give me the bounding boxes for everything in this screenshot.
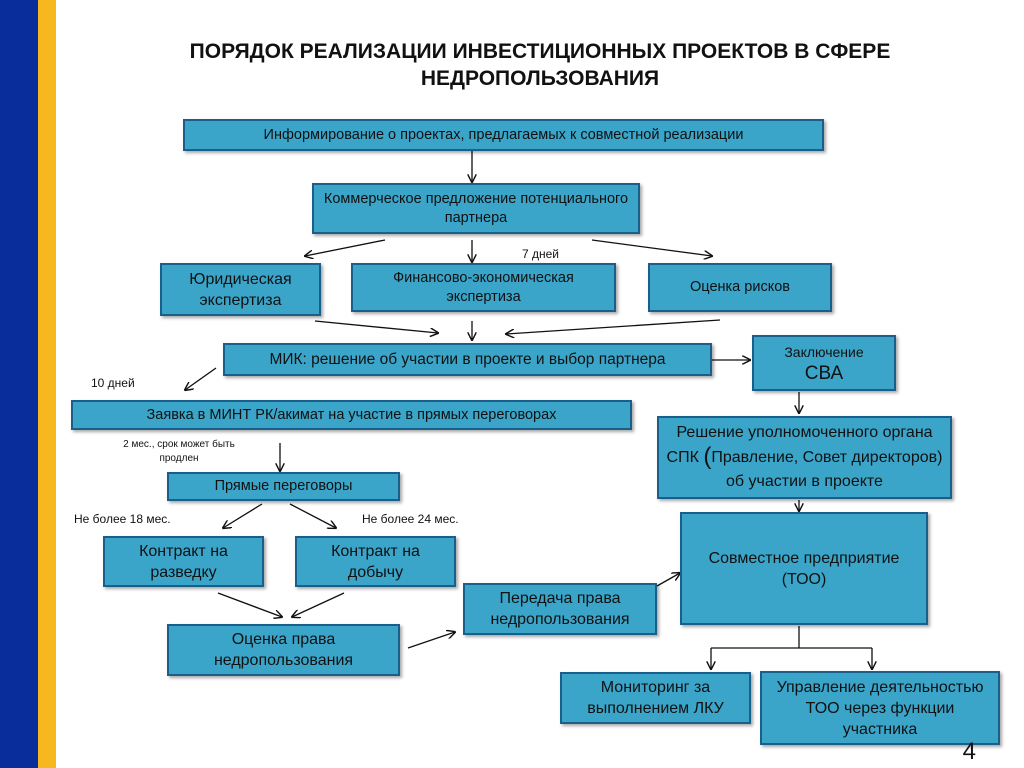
arrow-mik-to-application	[185, 367, 217, 390]
arrow-negotiations-to-production	[289, 503, 336, 528]
financial-expertise-box: Финансово-экономическая экспертиза	[351, 263, 616, 312]
arrow-production-to-assessment	[292, 592, 345, 617]
risk-assessment-box: Оценка рисков	[648, 263, 832, 312]
arrow-assessment-to-transfer	[407, 632, 455, 649]
direct-negotiations-box: Прямые переговоры	[167, 472, 400, 501]
authority-decision-text-2: Правление, Совет директоров) об участии …	[711, 449, 943, 490]
left-gold-stripe	[38, 0, 56, 768]
application-box: Заявка в МИНТ РК/акимат на участие в пря…	[71, 400, 632, 430]
page-number: 4	[962, 738, 976, 765]
rights-transfer-box: Передача права недропользования	[463, 583, 657, 635]
arrow-transfer-to-jv	[656, 573, 680, 587]
left-blue-stripe	[0, 0, 38, 768]
authority-decision-paren: (	[703, 443, 712, 470]
arrow-risk-to-mik	[506, 319, 721, 334]
arrow-offer-to-risk	[591, 239, 712, 256]
authority-decision-text-1: Решение уполномоченного органа СПК	[666, 424, 933, 466]
sva-conclusion-box: Заключение СВА	[752, 335, 896, 391]
max-24-months-note: Не более 24 мес.	[362, 512, 459, 526]
monitoring-box: Мониторинг за выполнением ЛКУ	[560, 672, 751, 724]
commercial-offer-box: Коммерческое предложение потенциального …	[312, 183, 640, 234]
arrow-exploration-to-assessment	[217, 592, 282, 617]
title-line-2: НЕДРОПОЛЬЗОВАНИЯ	[420, 67, 660, 90]
joint-venture-box: Совместное предприятие (ТОО)	[680, 512, 928, 625]
exploration-contract-box: Контракт на разведку	[103, 536, 264, 587]
arrow-negotiations-to-exploration	[223, 503, 263, 528]
rights-assessment-box: Оценка права недропользования	[167, 624, 400, 676]
legal-expertise-box: Юридическая экспертиза	[160, 263, 321, 316]
title-line-1: ПОРЯДОК РЕАЛИЗАЦИИ ИНВЕСТИЦИОННЫХ ПРОЕКТ…	[189, 40, 891, 63]
arrow-legal-to-mik	[314, 320, 438, 333]
mik-decision-box: МИК: решение об участии в проекте и выбо…	[223, 343, 712, 376]
max-18-months-note: Не более 18 мес.	[74, 512, 171, 526]
ten-days-note: 10 дней	[91, 376, 135, 390]
management-box: Управление деятельностью ТОО через функц…	[760, 671, 1000, 745]
arrow-offer-to-legal	[305, 239, 386, 256]
seven-days-note: 7 дней	[522, 247, 560, 261]
page-title: ПОРЯДОК РЕАЛИЗАЦИИ ИНВЕСТИЦИОННЫХ ПРОЕКТ…	[110, 38, 970, 92]
sva-acronym: СВА	[804, 363, 844, 384]
production-contract-box: Контракт на добычу	[295, 536, 456, 587]
two-months-note: 2 мес., срок может быть продлен	[123, 439, 235, 464]
sva-conclusion-label: Заключение	[784, 344, 864, 360]
informing-box: Информирование о проектах, предлагаемых …	[183, 119, 824, 151]
authority-decision-box: Решение уполномоченного органа СПК (Прав…	[657, 416, 952, 499]
